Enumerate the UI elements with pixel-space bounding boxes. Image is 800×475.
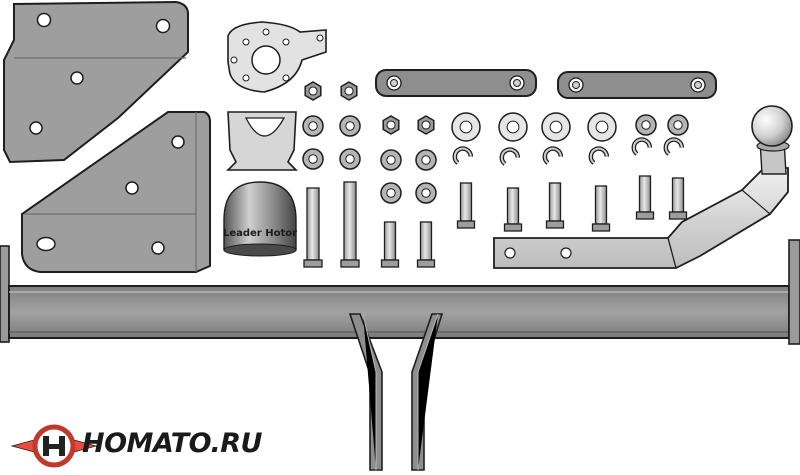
washer-hole bbox=[386, 188, 396, 198]
logo-wing-left bbox=[10, 439, 35, 453]
bolt-hole bbox=[171, 135, 185, 149]
washer-hole bbox=[459, 120, 473, 134]
bolt-hole bbox=[70, 71, 84, 85]
mounting-bracket-top-left bbox=[3, 0, 189, 164]
bolt-head bbox=[591, 223, 611, 232]
spring-washer-highlight bbox=[543, 147, 562, 164]
bolt-head bbox=[545, 220, 565, 229]
cap-label: Leader Hotor bbox=[223, 228, 297, 239]
nut-hole bbox=[386, 120, 396, 130]
washer-hole bbox=[595, 120, 609, 134]
spring-washer-highlight bbox=[632, 138, 651, 155]
washer-hole bbox=[308, 154, 318, 164]
bolt bbox=[594, 185, 608, 225]
fastener-set bbox=[302, 81, 689, 268]
tow-ball bbox=[751, 105, 793, 147]
washer-hole bbox=[345, 154, 355, 164]
crossbar-end-plate-right bbox=[788, 239, 800, 345]
washer-hole bbox=[421, 155, 431, 165]
support-strut-right bbox=[411, 313, 444, 471]
bolt bbox=[383, 221, 397, 261]
nut-hole bbox=[344, 86, 354, 96]
brand-logo bbox=[10, 424, 98, 468]
washer-hole bbox=[549, 120, 563, 134]
bolt bbox=[548, 182, 562, 222]
washer-hole bbox=[386, 155, 396, 165]
bolt bbox=[306, 187, 320, 261]
spring-washer-highlight bbox=[664, 138, 683, 155]
bolt-head bbox=[456, 220, 476, 229]
socket-holder bbox=[226, 111, 298, 171]
socket-plate bbox=[227, 21, 327, 93]
brand-name: HOMATO.RU bbox=[82, 428, 262, 459]
bolt-hole bbox=[36, 12, 52, 28]
washer-hole bbox=[506, 120, 520, 134]
connecting-strip-2 bbox=[557, 71, 717, 99]
bolt-head bbox=[635, 211, 655, 220]
washer-hole bbox=[308, 121, 318, 131]
bolt bbox=[506, 187, 520, 225]
washer-hole bbox=[641, 120, 651, 130]
bolt bbox=[419, 221, 433, 261]
tow-ball-cap: Leader Hotor bbox=[223, 181, 297, 257]
tow-arm bbox=[493, 167, 789, 269]
crossbar bbox=[0, 239, 800, 345]
mounting-bracket-bottom-left bbox=[21, 111, 211, 273]
bolt-hole bbox=[125, 181, 139, 195]
spring-washer-highlight bbox=[453, 147, 472, 164]
bolt bbox=[671, 177, 685, 213]
bolt-head bbox=[303, 259, 323, 268]
washer-hole bbox=[421, 188, 431, 198]
crossbar-end-plate-left bbox=[0, 245, 10, 343]
washer-hole bbox=[345, 121, 355, 131]
bolt-head bbox=[380, 259, 400, 268]
nut-hole bbox=[421, 120, 431, 130]
bolt-head bbox=[416, 259, 436, 268]
bolt-head bbox=[340, 259, 360, 268]
washer-hole bbox=[673, 120, 683, 130]
bolt-hole bbox=[151, 241, 165, 255]
bolt-hole bbox=[36, 236, 56, 252]
bolt bbox=[638, 175, 652, 213]
bolt-hole bbox=[29, 121, 43, 135]
spring-washer-highlight bbox=[500, 148, 519, 165]
bolt-head bbox=[668, 211, 688, 220]
connecting-strip-1 bbox=[375, 69, 537, 97]
bolt bbox=[459, 182, 473, 222]
bolt-hole bbox=[155, 18, 171, 34]
spring-washer-highlight bbox=[589, 147, 608, 164]
bolt bbox=[343, 181, 357, 261]
logo-h-icon bbox=[43, 436, 65, 456]
bolt-head bbox=[503, 223, 523, 232]
support-strut-left bbox=[348, 313, 383, 471]
nut-hole bbox=[308, 86, 318, 96]
